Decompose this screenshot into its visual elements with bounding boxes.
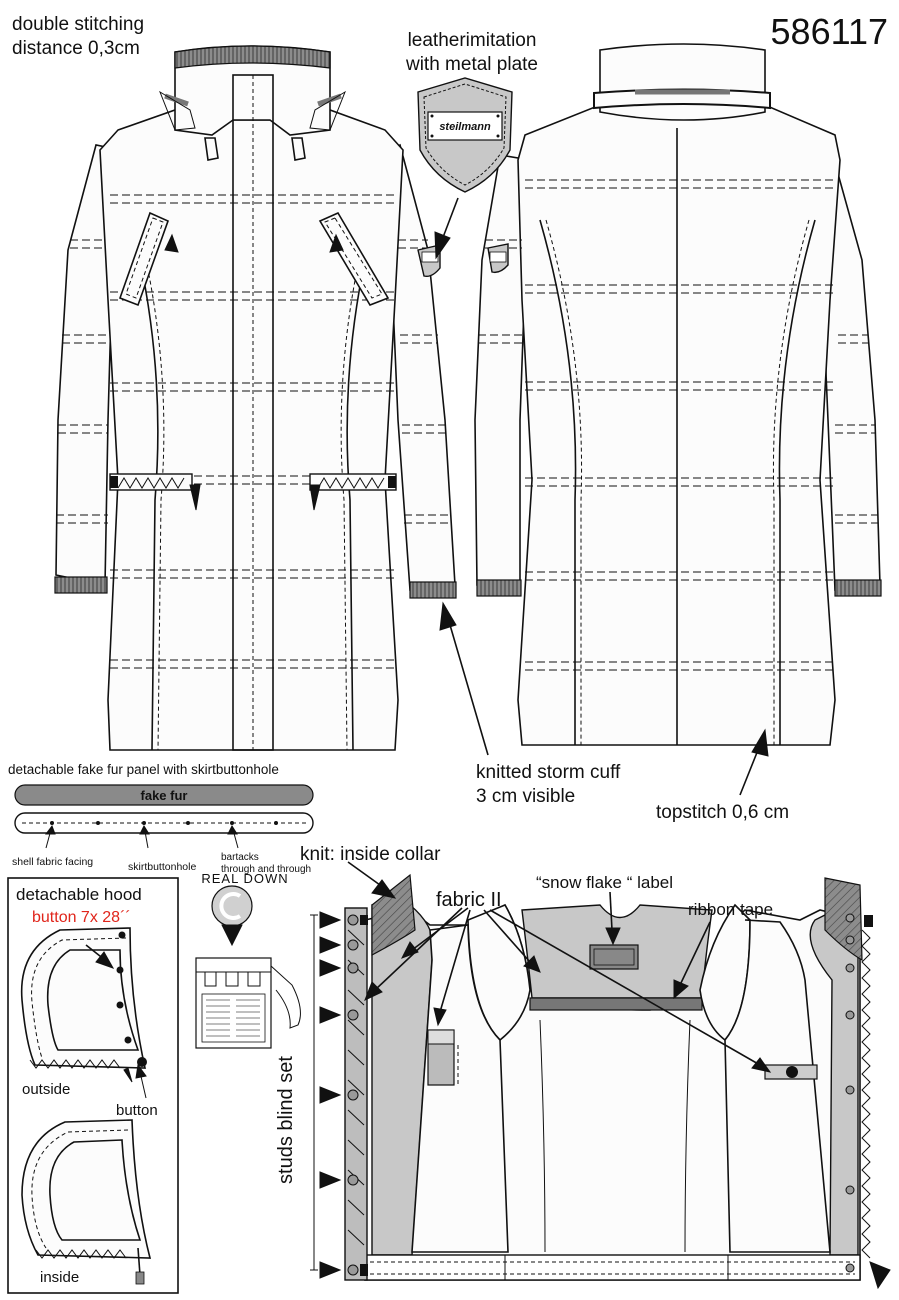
hood-outside-label: outside [22, 1081, 70, 1098]
leather-imitation-label-2: with metal plate [405, 54, 538, 75]
detachable-hood-title: detachable hood [16, 885, 142, 904]
hood-inside-label: inside [40, 1269, 79, 1286]
fabric-ii-label: fabric II [436, 889, 502, 911]
stud-7 [347, 1264, 359, 1276]
front-collar-knit-rib [174, 45, 331, 69]
hood-button-1 [118, 931, 126, 939]
front-right-knitted-cuff [409, 581, 457, 599]
inside-brand-tab-icon [786, 1066, 798, 1078]
back-left-knitted-cuff [476, 579, 522, 597]
stud-4 [347, 1009, 359, 1021]
front-left-zip-pocket [109, 473, 193, 491]
detachable-hood-box: detachable hood button 7x 28´´ outside b… [7, 877, 179, 1294]
double-stitching-label-2: distance 0,3cm [12, 38, 140, 59]
inside-collar-knit-left [371, 873, 416, 957]
knitted-cuff-label-2: 3 cm visible [476, 786, 575, 807]
front-left-chest-pocket [118, 211, 170, 307]
front-body [99, 109, 404, 751]
stud-6 [347, 1174, 359, 1186]
stud-2 [347, 939, 359, 951]
style-number: 586117 [771, 11, 888, 52]
hood-button-3 [116, 1001, 124, 1009]
topstitch-label: topstitch 0,6 cm [656, 802, 789, 823]
back-quilting-lines [478, 179, 878, 671]
shell-fabric-facing-label: shell fabric facing [12, 856, 93, 868]
back-body [517, 104, 841, 746]
hood-button-label: button [116, 1102, 158, 1119]
bartacks-label-1: bartacks [221, 852, 259, 863]
fake-fur-strip [14, 784, 314, 806]
double-stitching-label-1: double stitching [12, 14, 144, 35]
badge-arrow [434, 231, 451, 260]
front-left-knitted-cuff [54, 576, 108, 594]
snow-flake-label-patch [589, 944, 639, 970]
badge-brand-text: steilmann [439, 121, 491, 133]
ribbon-tape-strip [529, 997, 703, 1011]
lining-hem-band [364, 1254, 861, 1281]
stud-1 [347, 914, 359, 926]
skirtbuttonhole-label: skirtbuttonhole [128, 861, 196, 873]
fake-fur-panel: detachable fake fur panel with skirtbutt… [8, 762, 314, 875]
front-quilting-lines [56, 194, 450, 669]
hood-button-4 [124, 1036, 132, 1044]
real-down-emblem [211, 885, 253, 927]
knit-inside-collar-label: knit: inside collar [300, 844, 441, 865]
real-down-tag: REAL DOWN [195, 871, 301, 1049]
leather-imitation-label-1: leatherimitation [408, 30, 537, 51]
hood-button-2 [116, 966, 124, 974]
back-right-knitted-cuff [834, 579, 882, 597]
knitted-cuff-label-1: knitted storm cuff [476, 762, 621, 783]
stud-5 [347, 1089, 359, 1101]
coat-front-view [54, 45, 457, 751]
leather-badge-callout: steilmann [417, 77, 513, 260]
metal-plate [427, 111, 503, 141]
real-down-label: REAL DOWN [201, 871, 288, 886]
fake-fur-panel-title: detachable fake fur panel with skirtbutt… [8, 762, 279, 777]
hood-button-5 [137, 1057, 147, 1067]
snow-flake-label-text: “snow flake “ label [536, 873, 673, 892]
hood-button-spec: button 7x 28´´ [32, 909, 131, 926]
ribbon-tape-label: ribbon tape [688, 900, 773, 919]
studs-blind-set-label: studs blind set [275, 1056, 297, 1184]
stud-3 [347, 962, 359, 974]
front-right-zip-pocket [309, 473, 397, 491]
back-stand-collar [599, 43, 766, 121]
studs-arrows [310, 911, 342, 1279]
coat-back-view [474, 43, 882, 746]
bartacks-label-2: through and through [221, 864, 311, 875]
coat-inside-view [310, 861, 891, 1290]
fake-fur-label: fake fur [141, 788, 188, 803]
